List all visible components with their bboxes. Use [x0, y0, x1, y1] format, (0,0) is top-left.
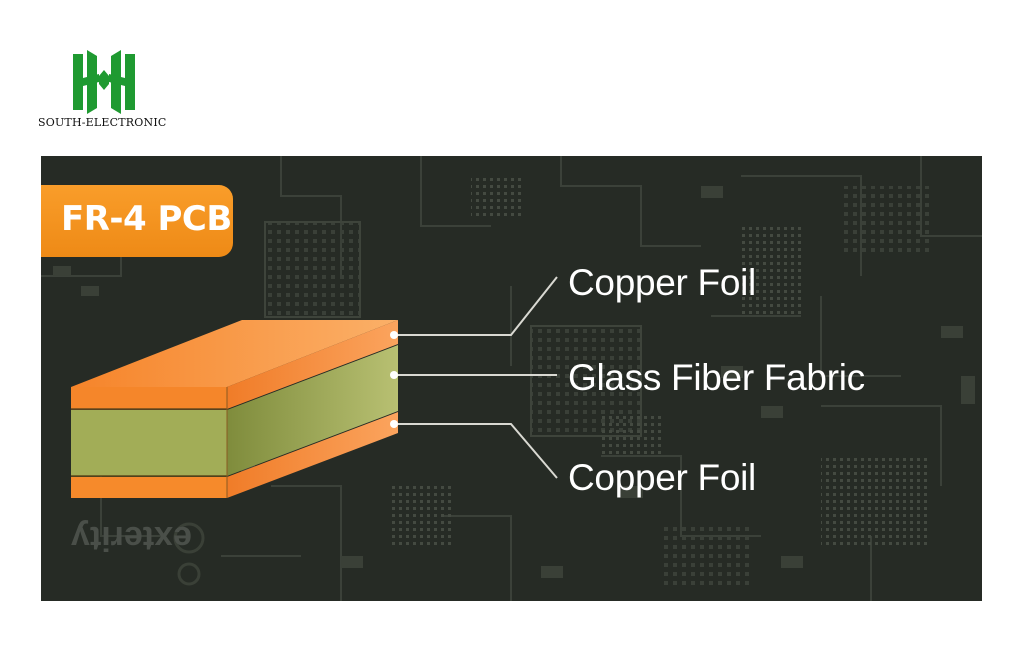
south-electronic-logo-icon — [73, 50, 135, 114]
front-copper-top — [71, 387, 227, 409]
front-copper-bottom — [71, 477, 227, 498]
label-glass-fiber-fabric: Glass Fiber Fabric — [568, 357, 865, 398]
brand-logo: SOUTH-ELECTRONIC — [38, 50, 188, 134]
side-fiber — [227, 345, 398, 476]
brand-name: SOUTH-ELECTRONIC — [38, 116, 167, 129]
chip-grids — [161, 176, 931, 586]
front-fiber — [71, 410, 227, 476]
side-copper-bottom — [227, 412, 398, 498]
side-copper-top — [227, 320, 398, 409]
copper-top-face — [71, 320, 398, 387]
label-copper-foil-top: Copper Foil — [568, 262, 756, 303]
board-watermark: exterity — [71, 519, 192, 557]
fr4-pcb-badge: FR-4 PCB — [41, 185, 233, 257]
leader-lines — [394, 276, 558, 479]
pcb-layer-stack — [71, 320, 398, 498]
label-copper-foil-bottom: Copper Foil — [568, 457, 756, 498]
fr4-pcb-diagram: exterity FR-4 PCB Copper Foil Glass Fibe… — [41, 156, 982, 601]
badge-label: FR-4 PCB — [61, 199, 232, 239]
leader-dots — [390, 331, 398, 428]
